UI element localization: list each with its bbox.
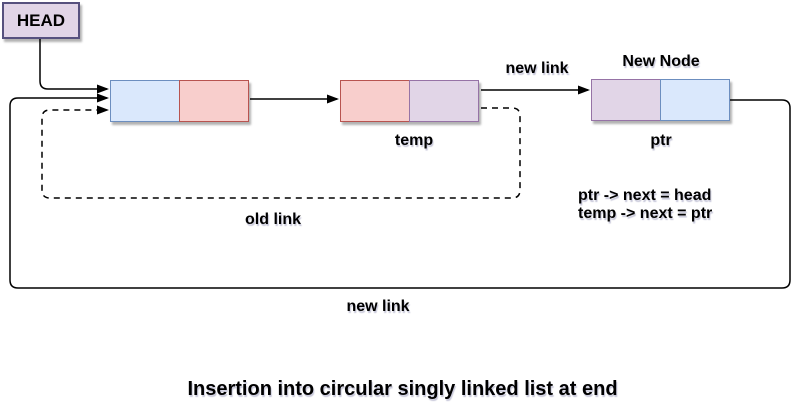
head-box: HEAD — [2, 2, 80, 39]
new-node-data-cell — [591, 79, 661, 121]
pseudocode-line-2: temp -> next = ptr — [578, 205, 713, 222]
head-box-label: HEAD — [16, 10, 66, 30]
head-pointer-arrow — [39, 39, 109, 94]
new-link-top-label: new link — [505, 60, 569, 77]
pseudocode-block: ptr -> next = head temp -> next = ptr — [578, 187, 712, 223]
temp-node-next-cell — [408, 80, 479, 122]
temp-node-data-cell — [340, 80, 410, 122]
new-link-bottom-label: new link — [346, 298, 410, 315]
temp-label: temp — [394, 132, 434, 149]
ptr-label: ptr — [650, 132, 672, 149]
head-node-data-cell — [110, 80, 180, 122]
new-node — [591, 79, 730, 121]
head-node — [110, 80, 249, 122]
new-node-next-cell — [659, 79, 730, 121]
pseudocode-line-1: ptr -> next = head — [578, 187, 712, 204]
new-node-caption: New Node — [622, 53, 700, 70]
head-node-next-cell — [178, 80, 249, 122]
old-link-label: old link — [245, 211, 301, 228]
diagram-title: Insertion into circular singly linked li… — [187, 378, 618, 400]
temp-node — [340, 80, 479, 122]
new-link-loop-arrow — [9, 93, 791, 289]
